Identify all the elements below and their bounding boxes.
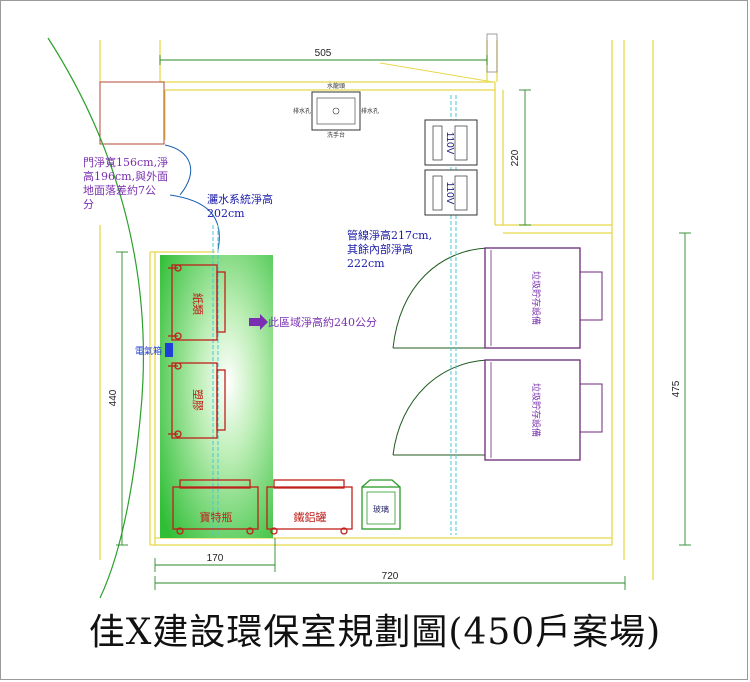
dimension-lines <box>116 55 691 590</box>
electric-box <box>165 343 173 357</box>
dim-left-height: 440 <box>108 389 119 406</box>
pipe-note-line-2: 其餘內部淨高 <box>347 242 413 256</box>
can-bin <box>266 479 353 535</box>
sink-label-bottom: 洗手台 <box>327 131 345 139</box>
sprinkler-note-line-2: 202cm <box>207 207 245 220</box>
door-note-line-1: 門淨寬156cm,淨 <box>83 155 168 169</box>
electric-box-label: 電氣箱 <box>135 345 162 357</box>
hand-sink: 水龍頭 排水孔 排水孔 洗手台 <box>293 82 379 139</box>
sink-label-right: 排水孔 <box>361 107 379 115</box>
outlet-110v-1: 110V <box>424 119 478 166</box>
outlet-110v-2: 110V <box>424 169 478 216</box>
sprinkler-note-line-1: 灑水系統淨高 <box>207 192 273 206</box>
sink-label-left: 排水孔 <box>293 107 311 115</box>
glass-bin <box>361 479 401 530</box>
paper-bin <box>168 264 226 341</box>
door-post <box>486 33 498 73</box>
sink-label-top: 水龍頭 <box>327 82 345 90</box>
garbage-storage-label-1: 垃圾貯存設備 <box>530 271 542 325</box>
outlet-label-2: 110V <box>444 182 455 205</box>
dim-top-width: 505 <box>315 48 332 59</box>
plastic-bin <box>168 362 226 439</box>
door-note-line-2: 高196cm,與外面 <box>83 169 168 183</box>
zone-height-note: 此區域淨高約240公分 <box>268 315 377 329</box>
zone-height-arrow <box>249 314 268 330</box>
storage-door-arcs <box>392 247 489 456</box>
dim-right-height: 475 <box>671 380 682 397</box>
garbage-storage-label-2: 垃圾貯存設備 <box>530 383 542 437</box>
entrance-wall <box>99 81 165 145</box>
paper-bin-label: 紙類 <box>191 293 205 315</box>
dim-bottom-total: 720 <box>382 571 399 582</box>
entrance-door-arcs <box>164 144 220 251</box>
outlet-label-1: 110V <box>444 132 455 155</box>
dim-right-upper: 220 <box>510 149 521 166</box>
can-bin-label: 鐵鋁罐 <box>294 510 327 524</box>
garbage-storage-2: 垃圾貯存設備 <box>484 359 603 461</box>
door-note-line-4: 分 <box>83 198 94 211</box>
page-title: 佳X建設環保室規劃圖(450戶案場) <box>88 612 662 653</box>
garbage-storage-1: 垃圾貯存設備 <box>484 247 603 349</box>
pipe-note-line-3: 222cm <box>347 257 385 270</box>
door-note-line-3: 地面落差約7公 <box>83 183 156 197</box>
dim-bottom-short: 170 <box>207 553 224 564</box>
pet-bottle-bin <box>172 479 259 535</box>
plastic-bin-label: 塑膠 <box>191 389 205 411</box>
door-swing-line <box>379 62 494 83</box>
pet-bottle-bin-label: 寶特瓶 <box>200 510 233 524</box>
glass-bin-label: 玻璃 <box>373 504 389 514</box>
boundary-curve <box>47 37 145 599</box>
pipe-lines <box>212 95 457 535</box>
floor-plan: 水龍頭 排水孔 排水孔 洗手台 110V 110V 垃圾貯存設備 垃圾貯存設備 <box>47 33 691 599</box>
pipe-note-line-1: 管線淨高217cm, <box>347 228 432 242</box>
